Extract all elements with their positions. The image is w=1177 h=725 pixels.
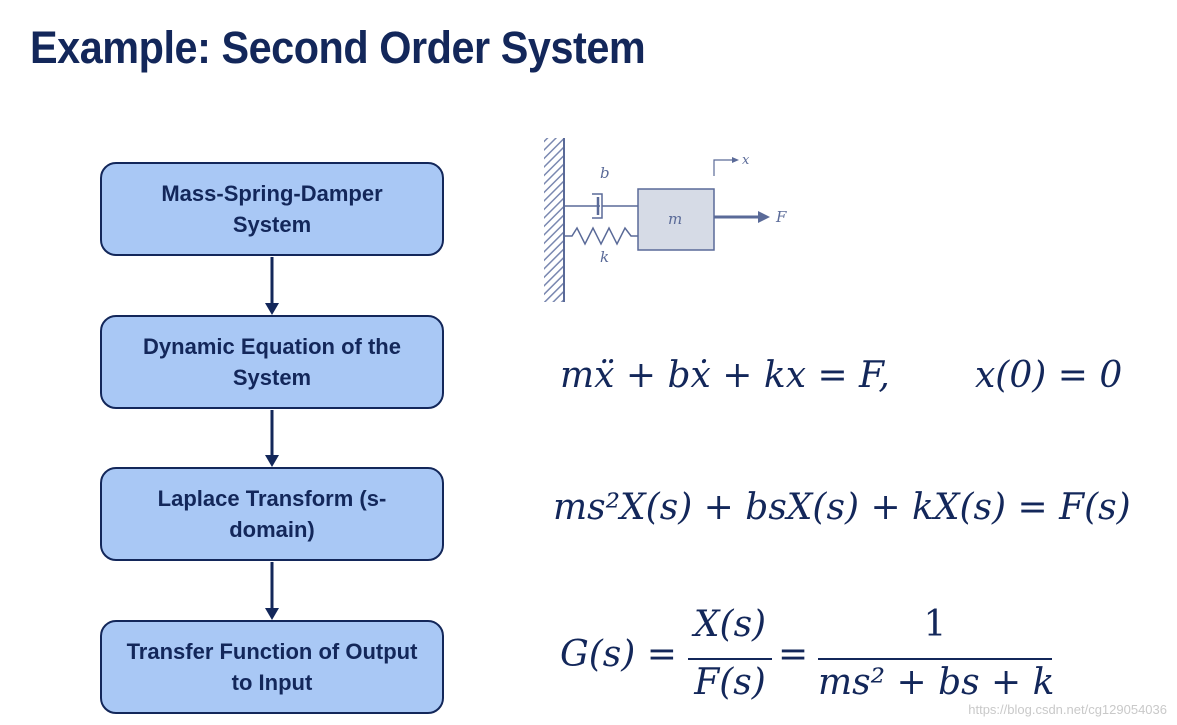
flow-box-label: Transfer Function of Output to Input bbox=[126, 639, 418, 695]
flow-box-mass-spring-damper: Mass-Spring-Damper System bbox=[100, 162, 444, 256]
mass-spring-damper-diagram: b k m F x bbox=[544, 138, 787, 302]
dynamic-equation: mẍ + bẋ + kx = F, bbox=[560, 355, 890, 396]
damper-label: b bbox=[600, 164, 610, 182]
flow-box-label: Mass-Spring-Damper System bbox=[161, 181, 383, 237]
mass-label: m bbox=[668, 210, 682, 228]
damper bbox=[564, 193, 638, 219]
spring bbox=[564, 226, 638, 246]
transfer-function-lhs: G(s) = bbox=[560, 634, 677, 675]
flow-box-laplace-transform: Laplace Transform (s- domain) bbox=[100, 467, 444, 561]
fraction-numerator-2: 1 bbox=[923, 604, 947, 645]
watermark: https://blog.csdn.net/cg129054036 bbox=[968, 702, 1167, 717]
fraction-denominator-1: F(s) bbox=[694, 662, 766, 703]
initial-condition: x(0) = 0 bbox=[975, 355, 1123, 396]
page-title: Example: Second Order System bbox=[30, 22, 646, 73]
fraction-numerator-1: X(s) bbox=[693, 604, 767, 645]
flow-arrowhead-1 bbox=[265, 303, 279, 315]
flow-arrowhead-3 bbox=[265, 608, 279, 620]
laplace-equation: ms²X(s) + bsX(s) + kX(s) = F(s) bbox=[553, 487, 1131, 528]
fraction-bar-1 bbox=[688, 658, 772, 660]
force-label: F bbox=[775, 208, 787, 226]
displacement-label: x bbox=[742, 153, 750, 168]
flow-box-dynamic-equation: Dynamic Equation of the System bbox=[100, 315, 444, 409]
fraction-bar-2 bbox=[818, 658, 1052, 660]
spring-label: k bbox=[600, 248, 609, 266]
displacement-arrowhead bbox=[732, 157, 739, 163]
fraction-denominator-2: ms² + bs + k bbox=[818, 662, 1055, 703]
flow-arrowhead-2 bbox=[265, 455, 279, 467]
mass-block bbox=[637, 188, 715, 251]
flow-box-label: Dynamic Equation of the System bbox=[143, 334, 401, 390]
force-arrowhead bbox=[758, 211, 770, 223]
flow-box-transfer-function: Transfer Function of Output to Input bbox=[100, 620, 444, 714]
displacement-arrow bbox=[713, 159, 734, 176]
equals-sign: = bbox=[778, 634, 809, 675]
flow-box-label: Laplace Transform (s- domain) bbox=[157, 486, 387, 542]
wall-hatch bbox=[544, 138, 564, 302]
